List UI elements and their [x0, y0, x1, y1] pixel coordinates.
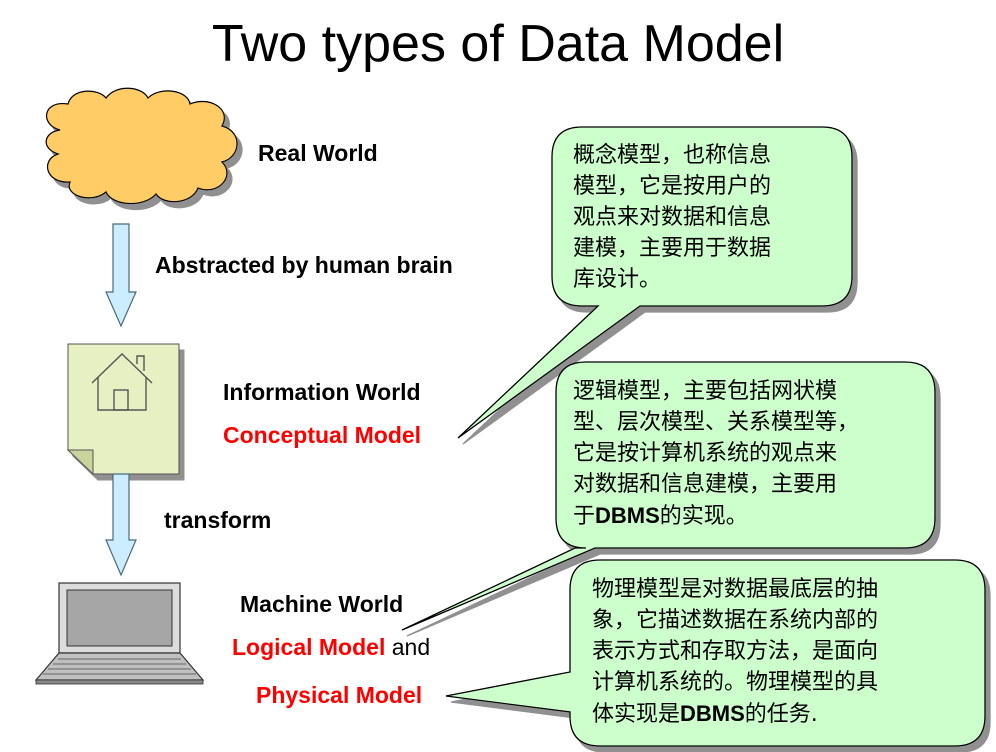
callout-line: 概念模型，也称信息: [573, 143, 772, 168]
real-world-label: Real World: [258, 140, 378, 166]
down-arrow-1: [105, 223, 137, 328]
callout-conceptual-bubble: [457, 126, 853, 439]
callout-conceptual-text: 概念模型，也称信息 模型，它是按用户的 观点来对数据和信息 建模，主要用于数据 …: [573, 140, 771, 295]
callout-line: 建模，主要用于数据: [573, 236, 772, 261]
callout-logical-bubble: [401, 361, 936, 631]
cloud-icon: [45, 87, 238, 205]
down-arrow-2: [105, 473, 137, 577]
machine-world-label: Machine World: [240, 591, 404, 617]
house-document-icon: [66, 343, 180, 476]
conceptual-model-label: Conceptual Model: [223, 422, 422, 448]
callout-line: 模型，它是按用户的: [573, 174, 772, 199]
abstracted-label: Abstracted by human brain: [155, 252, 453, 278]
callout-line: 体实现是DBMS的任务.: [592, 698, 878, 730]
callout-line-prefix: 于: [573, 504, 596, 529]
transform-label: transform: [164, 507, 272, 533]
callout-logical-text: 逻辑模型，主要包括网状模 型、层次模型、关系模型等， 它是按计算机系统的观点来 …: [573, 376, 859, 532]
callout-physical-bubble: [445, 559, 986, 747]
callout-line: 它是按计算机系统的观点来: [573, 441, 838, 466]
logical-model-label: Logical Model: [232, 634, 386, 660]
logical-model-line: Logical Model and: [232, 634, 430, 661]
callout-line: 象，它描述数据在系统内部的: [592, 608, 879, 633]
callout-line: 库设计。: [573, 267, 662, 292]
dbms-term: DBMS: [680, 701, 745, 726]
laptop-icon: [34, 582, 205, 685]
callout-line: 对数据和信息建模，主要用: [573, 472, 838, 497]
callout-line: 计算机系统的。物理模型的具: [592, 670, 879, 695]
callout-line-suffix: 的任务.: [744, 702, 818, 727]
callout-line: 观点来对数据和信息: [573, 205, 772, 230]
and-label: and: [391, 634, 431, 660]
dbms-term: DBMS: [595, 503, 660, 528]
house-icon: [91, 353, 153, 411]
callout-line: 逻辑模型，主要包括网状模: [573, 379, 838, 404]
page-title: Two types of Data Model: [211, 15, 785, 73]
callout-line: 表示方式和存取方法，是面向: [592, 639, 879, 664]
callout-line: 物理模型是对数据最底层的抽: [592, 577, 879, 602]
callout-physical-text: 物理模型是对数据最底层的抽 象，它描述数据在系统内部的 表示方式和存取方法，是面…: [592, 574, 878, 730]
callout-line-prefix: 体实现是: [592, 702, 681, 727]
callout-line-suffix: 的实现。: [659, 504, 748, 529]
physical-model-label: Physical Model: [256, 682, 423, 708]
callout-line: 于DBMS的实现。: [573, 500, 859, 532]
information-world-label: Information World: [223, 379, 421, 405]
callout-line: 型、层次模型、关系模型等，: [573, 410, 860, 435]
